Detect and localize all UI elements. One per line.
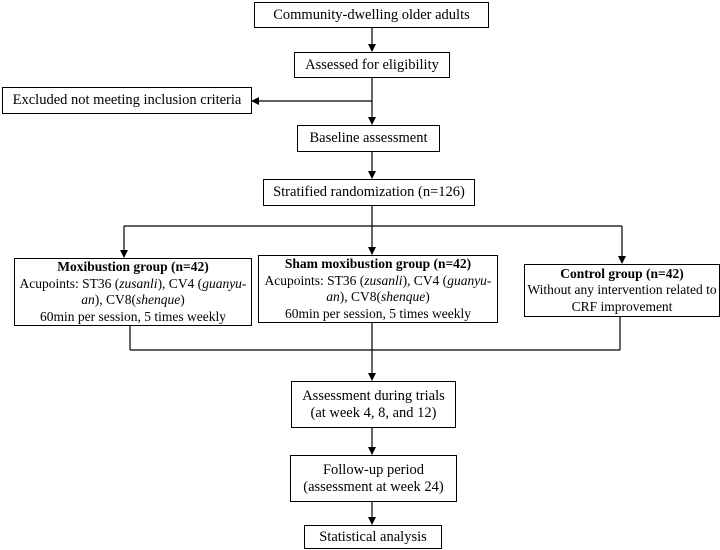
moxibustion-title: Moxibustion group (n=42) — [57, 259, 209, 274]
randomization-label: Stratified randomization (n=126) — [273, 184, 465, 200]
control-line1: Without any intervention related to — [527, 282, 717, 298]
sham-acupoints-line1: Acupoints: ST36 (zusanli), CV4 (guanyu- — [264, 272, 492, 288]
sham-title: Sham moxibustion group (n=42) — [284, 256, 472, 271]
trials-box: Assessment during trials (at week 4, 8, … — [291, 381, 456, 428]
followup-box: Follow-up period (assessment at week 24) — [290, 455, 457, 502]
baseline-label: Baseline assessment — [309, 130, 428, 146]
excluded-label: Excluded not meeting inclusion criteria — [12, 92, 242, 108]
control-box: Control group (n=42) Without any interve… — [524, 264, 720, 317]
analysis-label: Statistical analysis — [319, 528, 427, 545]
followup-line1: Follow-up period — [322, 461, 425, 478]
trials-line2: (at week 4, 8, and 12) — [310, 404, 437, 421]
control-line2: CRF improvement — [571, 298, 673, 314]
moxibustion-acupoints-line2: an), CV8(shenque) — [81, 292, 185, 307]
community-box: Community-dwelling older adults — [254, 2, 489, 28]
control-title: Control group (n=42) — [560, 265, 684, 281]
eligibility-box: Assessed for eligibility — [294, 52, 450, 78]
baseline-box: Baseline assessment — [297, 125, 440, 152]
followup-line2: (assessment at week 24) — [303, 478, 444, 495]
excluded-box: Excluded not meeting inclusion criteria — [2, 87, 252, 114]
moxibustion-acupoints-line1: Acupoints: ST36 (zusanli), CV4 (guanyu- — [19, 275, 247, 291]
eligibility-label: Assessed for eligibility — [305, 56, 439, 73]
moxibustion-schedule: 60min per session, 5 times weekly — [40, 308, 226, 324]
analysis-box: Statistical analysis — [304, 525, 442, 549]
moxibustion-box: Moxibustion group (n=42) Acupoints: ST36… — [14, 258, 252, 326]
randomization-box: Stratified randomization (n=126) — [263, 179, 475, 206]
sham-schedule: 60min per session, 5 times weekly — [285, 305, 471, 321]
sham-box: Sham moxibustion group (n=42) Acupoints:… — [258, 255, 498, 323]
sham-acupoints-line2: an), CV8(shenque) — [326, 289, 430, 304]
trials-line1: Assessment during trials — [302, 387, 445, 404]
community-label: Community-dwelling older adults — [273, 6, 470, 23]
